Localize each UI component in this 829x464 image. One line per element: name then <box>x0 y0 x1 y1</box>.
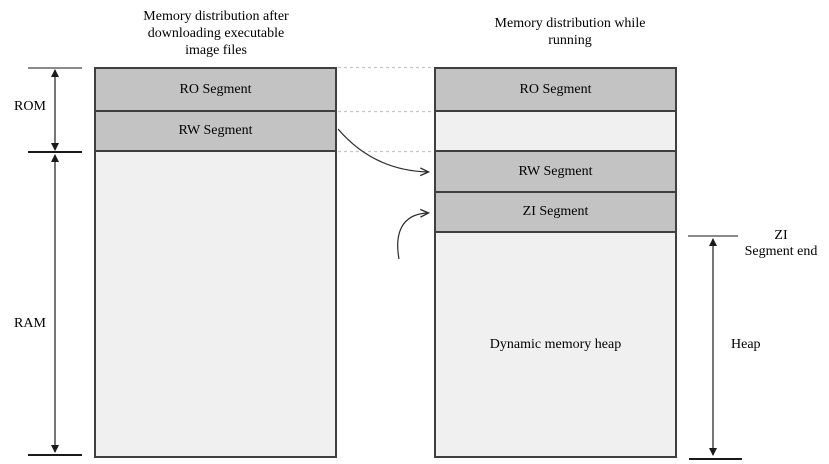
left-title-line-3: image files <box>185 43 247 58</box>
left-rw-segment: RW Segment <box>96 112 335 152</box>
left-ro-segment: RO Segment <box>96 69 335 112</box>
heap-label: Heap <box>731 337 761 352</box>
right-zi-segment: ZI Segment <box>436 193 675 233</box>
right-rw-segment: RW Segment <box>436 152 675 193</box>
right-rw-segment-label: RW Segment <box>518 163 593 179</box>
rw-mapping-arrow <box>337 128 431 177</box>
dynamic-heap-area: Dynamic memory heap <box>436 233 675 456</box>
zi-end-line-1: ZI <box>774 228 788 243</box>
rom-label: ROM <box>14 99 46 114</box>
zi-segment-end-label: ZI Segment end <box>736 228 826 260</box>
zi-end-line-2: Segment end <box>744 244 818 259</box>
left-empty-ram-area <box>96 152 335 456</box>
right-ro-segment: RO Segment <box>436 69 675 112</box>
left-rw-segment-label: RW Segment <box>178 123 253 138</box>
left-ro-segment-label: RO Segment <box>179 81 252 97</box>
right-title-line-2: running <box>548 33 592 48</box>
zi-mapping-arrow <box>397 208 431 260</box>
right-zi-segment-label: ZI Segment <box>522 204 589 219</box>
dynamic-heap-label: Dynamic memory heap <box>489 336 622 352</box>
right-column-title: Memory distribution while running <box>452 15 688 49</box>
left-title-line-1: Memory distribution after <box>143 9 289 24</box>
left-memory-box: RO Segment RW Segment <box>94 67 337 458</box>
right-title-line-1: Memory distribution while <box>494 16 646 31</box>
left-column-title: Memory distribution after downloading ex… <box>96 8 336 59</box>
right-ro-segment-label: RO Segment <box>519 81 592 97</box>
left-title-line-2: downloading executable <box>147 26 285 41</box>
right-memory-box: RO Segment RW Segment ZI Segment Dynamic… <box>434 67 677 458</box>
right-unused-gap <box>436 112 675 152</box>
ram-label: RAM <box>14 316 46 331</box>
